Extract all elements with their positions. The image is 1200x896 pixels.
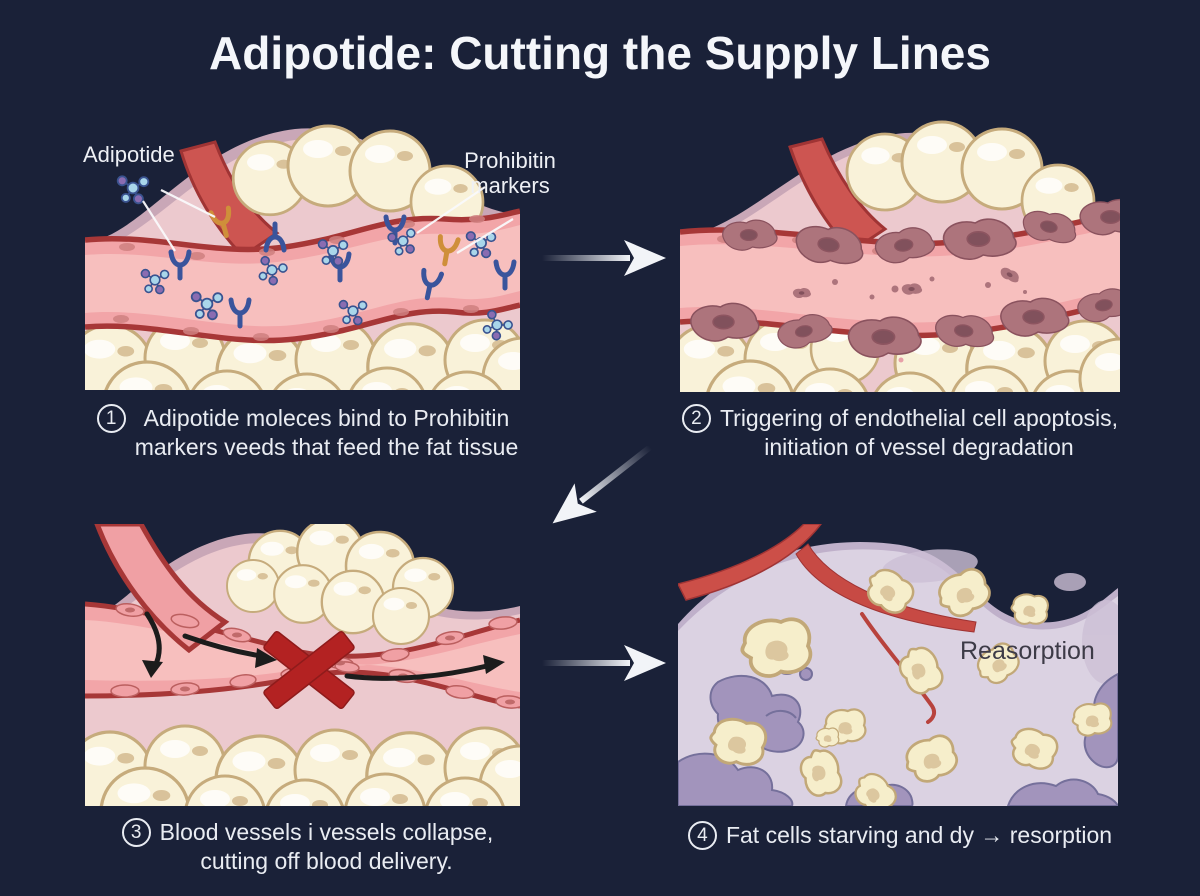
flow-arrow-step1-step2 xyxy=(542,240,666,276)
step-number-1: 1 xyxy=(96,404,126,433)
prohibitin-markers-label: Prohibitin markers xyxy=(464,148,556,199)
branch-vessel xyxy=(179,140,280,258)
flow-arrow-step2-step3 xyxy=(548,446,662,538)
caption-text-4: Fat cells starving and dy → resorption xyxy=(725,822,1113,848)
step-number-2: 2 xyxy=(681,404,711,433)
caption-step-4: 4 Fat cells starving and dy → resorption xyxy=(655,821,1145,850)
caption-text-2: Triggering of endothelial cell apoptosis… xyxy=(719,405,1119,460)
flow-arrow-step3-step4 xyxy=(542,645,666,681)
step-number-3: 3 xyxy=(121,818,151,847)
cell-debris xyxy=(792,265,1027,300)
step-number-4: 4 xyxy=(687,821,717,850)
caption-text-1: Adipotide moleces bind to Prohibitin mar… xyxy=(134,405,519,460)
caption-step-3: 3 Blood vessels i vessels collapse, cutt… xyxy=(85,818,530,876)
panel-4-illustration xyxy=(678,524,1118,806)
adipotide-label: Adipotide xyxy=(83,142,175,167)
caption-text-3: Blood vessels i vessels collapse, cuttin… xyxy=(159,819,494,874)
panel-3-illustration xyxy=(85,524,520,806)
panel-2-illustration xyxy=(680,120,1120,392)
page-title: Adipotide: Cutting the Supply Lines xyxy=(209,27,991,79)
label-pointer-lines xyxy=(142,186,514,254)
x-mark xyxy=(263,631,355,709)
degraded-vessel xyxy=(678,524,977,724)
panel-1-illustration xyxy=(85,124,520,390)
caption-step-1: 1 Adipotide moleces bind to Prohibitin m… xyxy=(85,404,530,462)
reasorption-label: Reasorption xyxy=(960,637,1095,665)
caption-step-2: 2 Triggering of endothelial cell apoptos… xyxy=(655,404,1145,462)
blood-flow-arrowheads xyxy=(142,648,505,678)
